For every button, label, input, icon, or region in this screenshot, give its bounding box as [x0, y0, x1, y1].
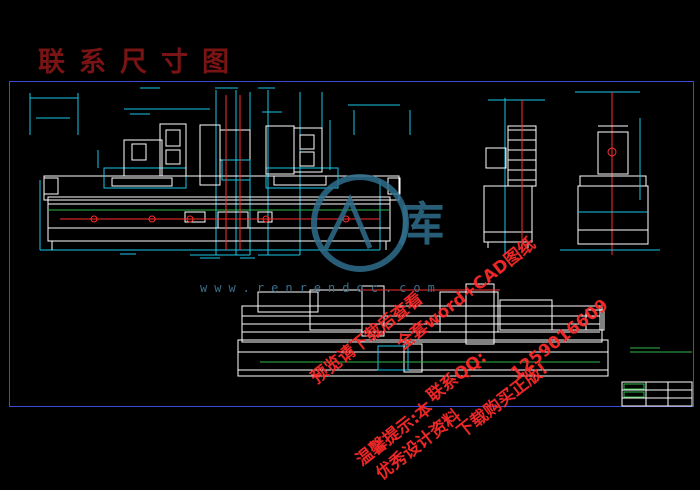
logo-circle-icon	[311, 174, 409, 272]
title-block	[621, 347, 693, 407]
side-view	[483, 98, 545, 255]
plan-view	[237, 283, 609, 377]
watermark-brand: 库	[398, 197, 444, 251]
drawing-title: 联系尺寸图	[38, 47, 243, 78]
front-view	[29, 87, 411, 259]
drawing-frame	[9, 81, 694, 407]
watermark-site: www.renrendoc.com	[200, 281, 442, 295]
end-view	[560, 91, 660, 255]
